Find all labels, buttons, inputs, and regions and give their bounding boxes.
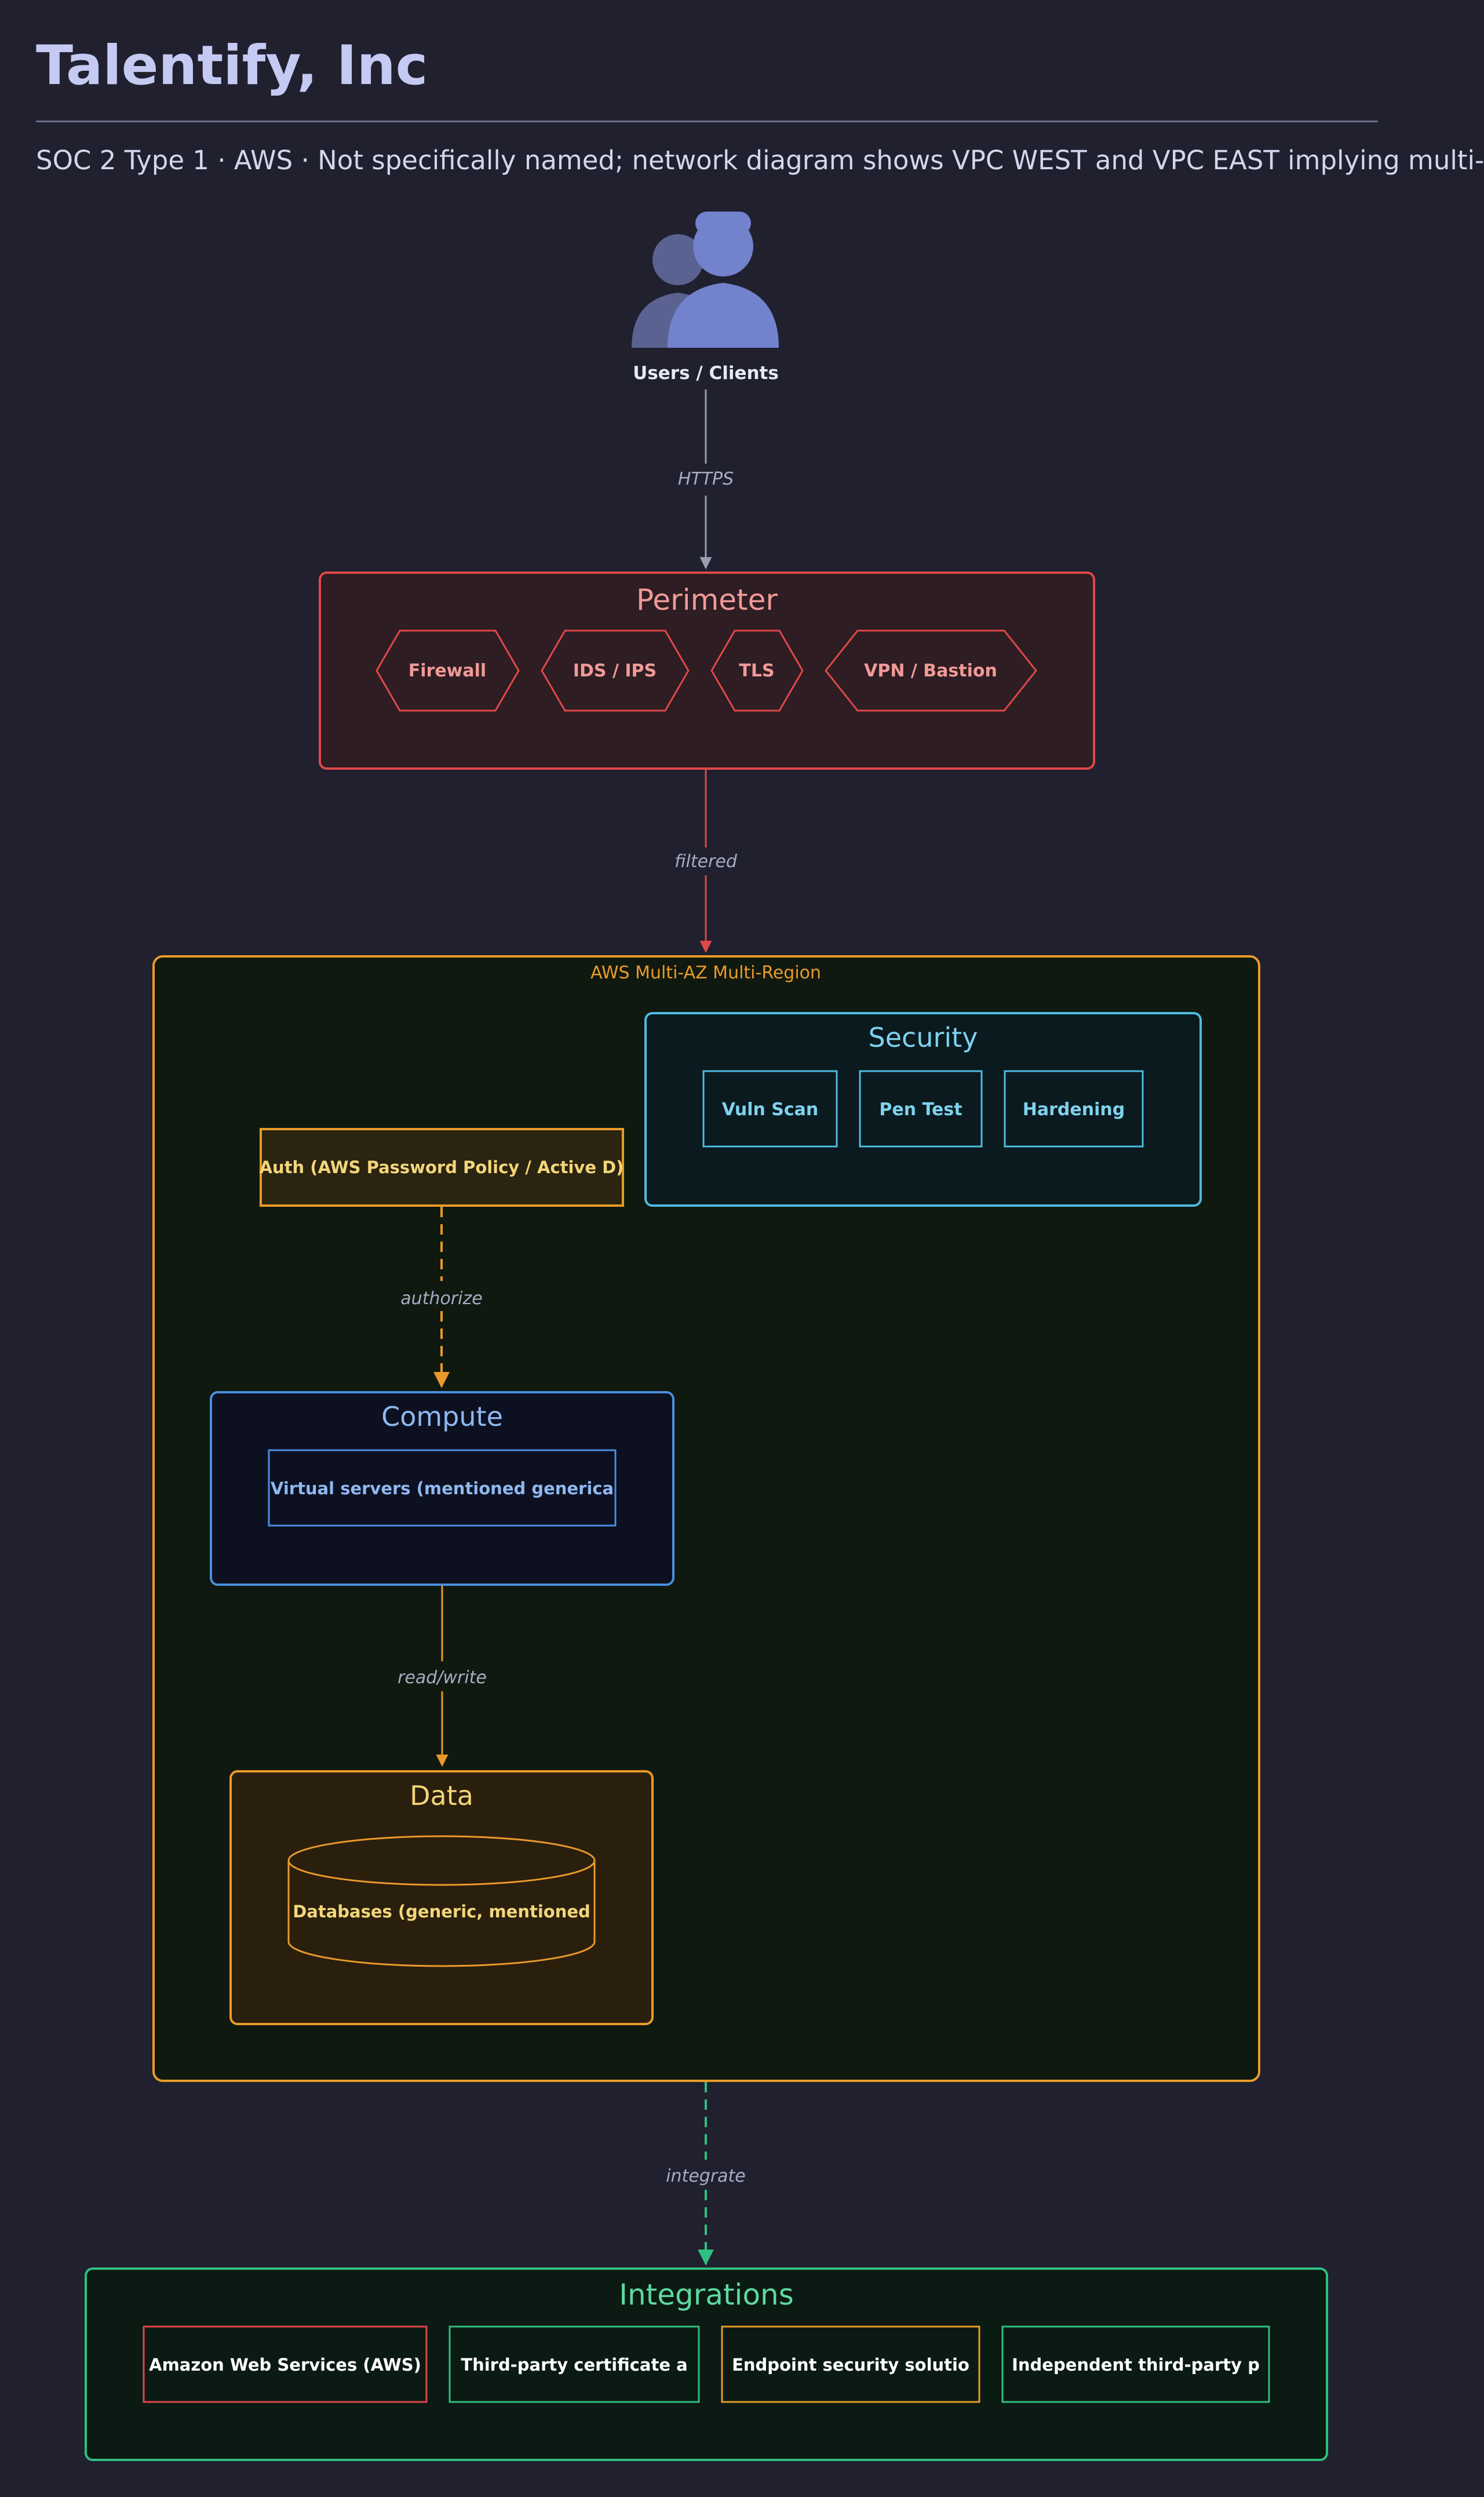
page-title: Talentify, Inc bbox=[36, 34, 428, 97]
svg-text:Independent third-party p: Independent third-party p bbox=[1012, 2355, 1260, 2375]
edge-label-filtered: filtered bbox=[674, 851, 738, 872]
integration-item-independent-third-party: Independent third-party p bbox=[1001, 2325, 1270, 2403]
perimeter-item-firewall: Firewall bbox=[375, 629, 520, 712]
integration-item-endpoint-security: Endpoint security solutio bbox=[721, 2325, 980, 2403]
perimeter-item-tls: TLS bbox=[710, 629, 804, 712]
cloud-label: AWS Multi-AZ Multi-Region bbox=[590, 963, 821, 983]
edge-label-read-write: read/write bbox=[398, 1668, 487, 1688]
svg-text:Pen Test: Pen Test bbox=[879, 1100, 962, 1120]
svg-text:TLS: TLS bbox=[739, 661, 774, 681]
integrations-zone: Integrations Amazon Web Services (AWS) T… bbox=[85, 2267, 1328, 2461]
users-label: Users / Clients bbox=[633, 363, 779, 384]
security-title: Security bbox=[869, 1022, 978, 1053]
security-item-vuln-scan: Vuln Scan bbox=[702, 1070, 838, 1148]
security-zone: Security Vuln Scan Pen Test Hardening bbox=[644, 1012, 1202, 1207]
svg-text:Virtual servers (mentioned gen: Virtual servers (mentioned generica bbox=[271, 1479, 614, 1498]
edge-label-authorize: authorize bbox=[400, 1288, 482, 1309]
perimeter-zone: Perimeter Firewall IDS / IPS TLS VPN / B… bbox=[319, 572, 1095, 770]
users-icon bbox=[632, 212, 779, 348]
architecture-diagram: Users / Clients HTTPS Perimeter Firewall… bbox=[85, 212, 1328, 2461]
integration-item-certificate-authority: Third-party certificate a bbox=[449, 2325, 700, 2403]
title-divider bbox=[36, 121, 1378, 122]
page-subtitle: SOC 2 Type 1 · AWS · Not specifically na… bbox=[36, 145, 1484, 176]
compute-item-virtual-servers: Virtual servers (mentioned generica bbox=[268, 1449, 617, 1527]
security-item-pen-test: Pen Test bbox=[859, 1070, 983, 1148]
svg-text:Endpoint security solutio: Endpoint security solutio bbox=[732, 2355, 969, 2375]
svg-text:IDS / IPS: IDS / IPS bbox=[573, 661, 657, 681]
data-zone: Data Databases (generic, mentioned bbox=[229, 1770, 654, 2025]
data-item-databases: Databases (generic, mentioned bbox=[293, 1902, 590, 1921]
svg-text:Hardening: Hardening bbox=[1023, 1100, 1125, 1120]
perimeter-item-vpn-bastion: VPN / Bastion bbox=[825, 629, 1037, 712]
auth-label: Auth (AWS Password Policy / Active D) bbox=[260, 1157, 624, 1177]
auth-node: Auth (AWS Password Policy / Active D) bbox=[260, 1128, 624, 1207]
edge-cloud-integrations: integrate bbox=[666, 2082, 746, 2266]
perimeter-title: Perimeter bbox=[636, 583, 778, 617]
integration-item-aws: Amazon Web Services (AWS) bbox=[143, 2325, 428, 2403]
svg-text:Vuln Scan: Vuln Scan bbox=[722, 1100, 819, 1120]
edge-label-integrate: integrate bbox=[666, 2166, 746, 2186]
edge-perimeter-cloud: filtered bbox=[674, 770, 738, 953]
compute-title: Compute bbox=[381, 1401, 503, 1432]
svg-text:Amazon Web Services (AWS): Amazon Web Services (AWS) bbox=[149, 2355, 421, 2375]
edge-label-https: HTTPS bbox=[678, 469, 734, 489]
integrations-title: Integrations bbox=[619, 2278, 794, 2312]
database-icon bbox=[287, 1835, 596, 1967]
svg-text:Firewall: Firewall bbox=[409, 661, 486, 681]
svg-text:Third-party certificate a: Third-party certificate a bbox=[461, 2355, 687, 2375]
perimeter-item-ids-ips: IDS / IPS bbox=[541, 629, 690, 712]
compute-zone: Compute Virtual servers (mentioned gener… bbox=[210, 1391, 674, 1586]
edge-compute-data: read/write bbox=[398, 1586, 487, 1767]
security-item-hardening: Hardening bbox=[1004, 1070, 1144, 1148]
svg-text:VPN / Bastion: VPN / Bastion bbox=[864, 661, 997, 681]
edge-auth-compute: authorize bbox=[400, 1207, 483, 1388]
edge-users-perimeter: HTTPS bbox=[678, 390, 734, 570]
data-title: Data bbox=[410, 1780, 473, 1811]
